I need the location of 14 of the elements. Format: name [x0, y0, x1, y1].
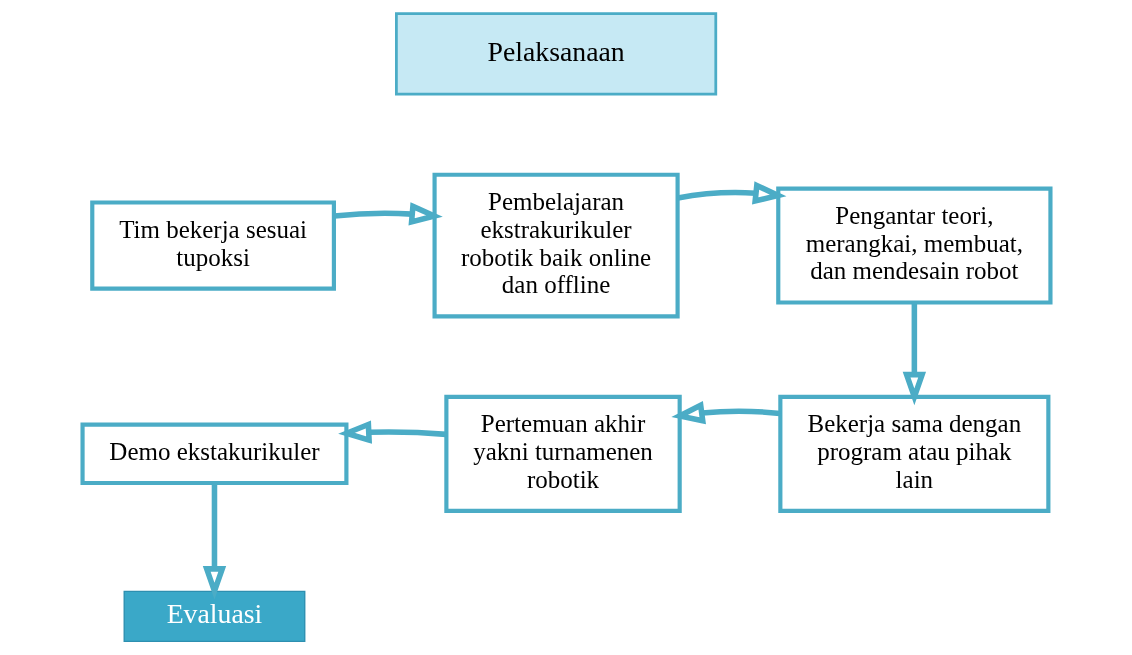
node-box: Pelaksanaan — [394, 12, 717, 96]
node-box: Pertemuan akhir yakni turnamenen robotik — [443, 394, 682, 513]
arrow — [337, 420, 447, 444]
node-box: Bekerja sama dengan program atau pihak lain — [777, 394, 1050, 513]
node-box: Pembelajaran ekstrakurikuler robotik baik online dan offline — [432, 172, 680, 319]
arrow — [202, 483, 226, 600]
arrow — [333, 202, 443, 226]
node-box: Tim bekerja sesuai tupoksi — [89, 200, 336, 291]
node-box: Demo ekstakurikuler — [79, 422, 348, 486]
arrow — [902, 302, 926, 406]
node-box: Evaluasi — [123, 590, 305, 643]
arrow — [676, 181, 786, 205]
node-box: Pengantar teori, merangkai, membuat, dan mendesain robot — [775, 186, 1053, 305]
arrow — [670, 401, 780, 425]
